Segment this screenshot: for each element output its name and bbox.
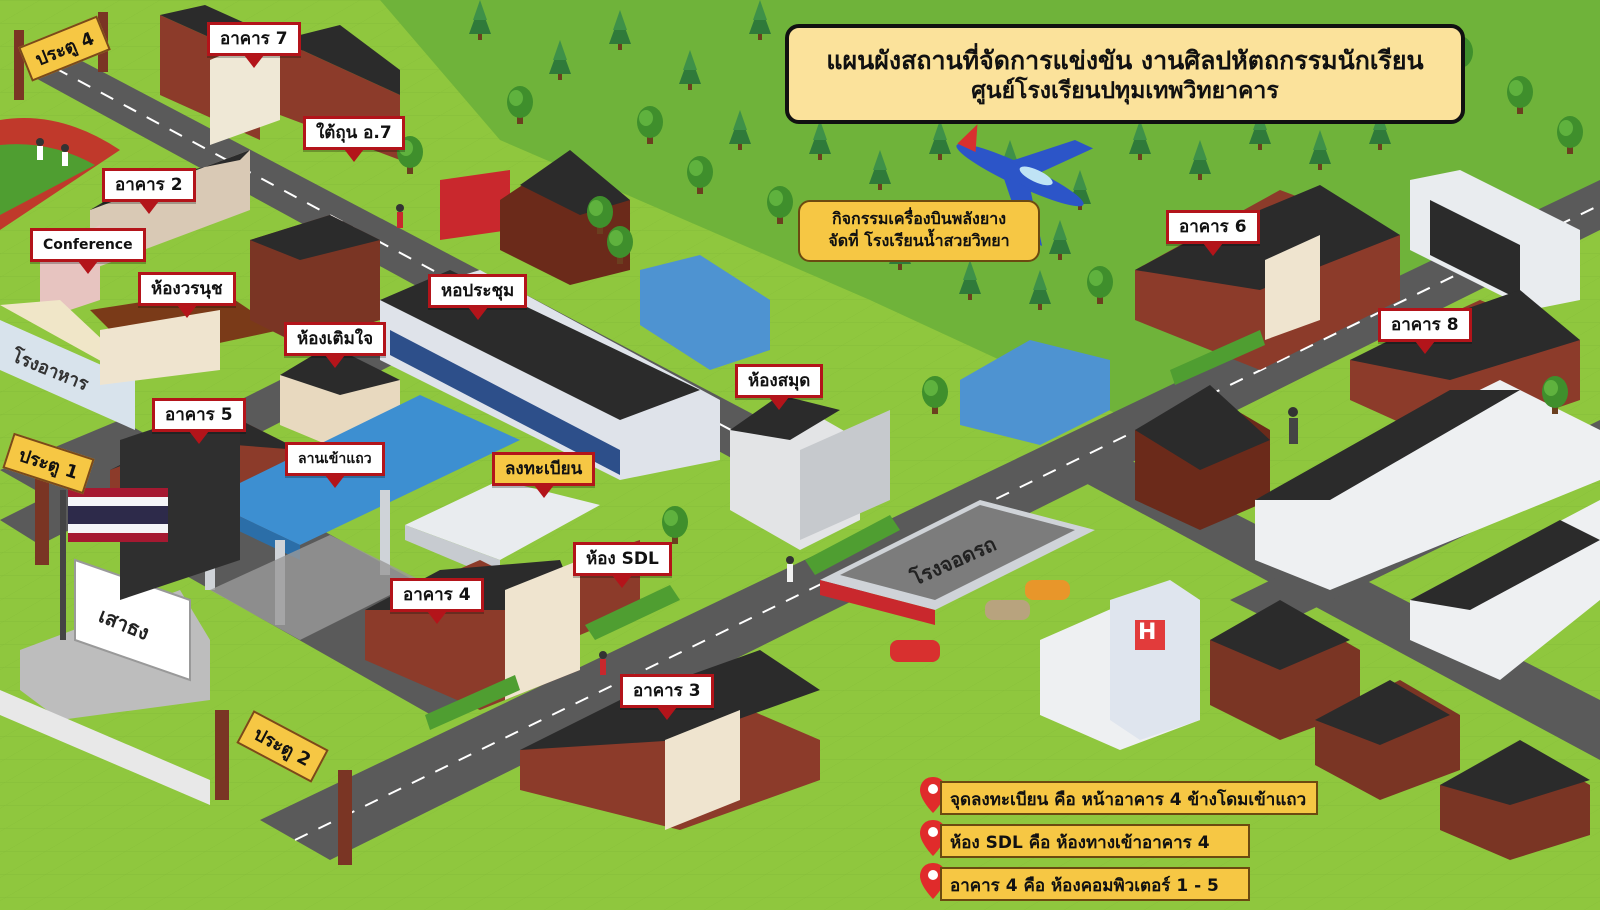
note-registration-point: จุดลงทะเบียน คือ หน้าอาคาร 4 ข้างโดมเข้า…	[940, 781, 1319, 815]
map-title: แผนผังสถานที่จัดการแข่งขัน งานศิลปหัตถกร…	[785, 24, 1465, 124]
label-building-8[interactable]: อาคาร 8	[1378, 308, 1472, 354]
label-auditorium[interactable]: หอประชุม	[428, 274, 528, 320]
hospital-sign: H	[1138, 620, 1157, 645]
label-room-warnut[interactable]: ห้องวรนุช	[138, 272, 236, 318]
label-building-2[interactable]: อาคาร 2	[102, 168, 196, 214]
note-building-4: อาคาร 4 คือ ห้องคอมพิวเตอร์ 1 - 5	[940, 867, 1250, 901]
map-pin-icon	[920, 820, 946, 856]
label-library[interactable]: ห้องสมุด	[735, 364, 824, 410]
label-assembly-area[interactable]: ลานเข้าแถว	[285, 442, 385, 488]
label-building-6[interactable]: อาคาร 6	[1166, 210, 1260, 256]
label-sdl-room[interactable]: ห้อง SDL	[573, 542, 672, 588]
thai-flag-icon	[68, 488, 168, 542]
title-line-1: แผนผังสถานที่จัดการแข่งขัน งานศิลปหัตถกร…	[826, 46, 1424, 75]
label-building-5[interactable]: อาคาร 5	[152, 398, 246, 444]
map-pin-icon	[920, 863, 946, 899]
plane-note-line-1: กิจกรรมเครื่องบินพลังยาง	[831, 209, 1007, 228]
label-building-4[interactable]: อาคาร 4	[390, 578, 484, 624]
plane-activity-note: กิจกรรมเครื่องบินพลังยาง จัดที่ โรงเรียน…	[798, 200, 1040, 262]
people	[36, 138, 1298, 675]
label-room-toeminjai[interactable]: ห้องเติมใจ	[284, 322, 387, 368]
label-building-7[interactable]: อาคาร 7	[207, 22, 301, 68]
note-sdl-room: ห้อง SDL คือ ห้องทางเข้าอาคาร 4	[940, 824, 1250, 858]
label-conference[interactable]: Conference	[30, 228, 146, 274]
buildings	[0, 5, 1600, 865]
plane-note-line-2: จัดที่ โรงเรียนน้ำสวยวิทยา	[828, 231, 1010, 250]
map-pin-icon	[920, 777, 946, 813]
label-building-3[interactable]: อาคาร 3	[620, 674, 714, 720]
running-track	[0, 118, 120, 230]
title-line-2: ศูนย์โรงเรียนปทุมเทพวิทยาคาร	[971, 78, 1279, 104]
label-registration[interactable]: ลงทะเบียน	[492, 452, 596, 498]
label-under-building-7[interactable]: ใต้ถุน อ.7	[303, 116, 405, 162]
